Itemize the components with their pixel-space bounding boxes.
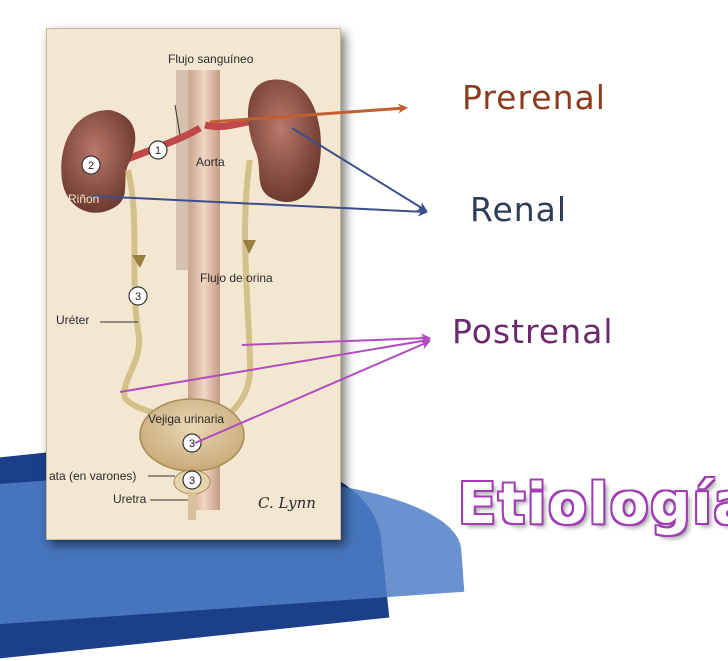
urethra-label: Uretra: [113, 492, 147, 506]
marker-2: 2: [81, 155, 101, 175]
marker-3c-text: 3: [189, 475, 195, 487]
blood-flow-label: Flujo sanguíneo: [168, 52, 254, 66]
diagram-svg: 1 2 3 3 3: [61, 70, 431, 520]
renal-arrow-right: [291, 127, 428, 212]
slide: 1 2 3 3 3 Flujo sanguí: [0, 28, 728, 661]
urethra: [188, 492, 196, 520]
artist-signature: C. Lynn: [258, 494, 316, 512]
prostate-label: ata (en varones): [49, 469, 137, 483]
prerenal-label: Prerenal: [462, 78, 606, 117]
postrenal-arrow-ureter: [119, 336, 431, 393]
slide-title: Etiología: [458, 472, 728, 537]
blood-flow-leader: [174, 104, 181, 136]
marker-3-ureter: 3: [128, 286, 148, 306]
right-flow-arrow: [243, 240, 256, 254]
left-ureter: [121, 169, 172, 421]
renal-label: Renal: [470, 190, 568, 229]
marker-3-prostate: 3: [182, 470, 202, 490]
right-kidney: [247, 79, 321, 202]
postrenal-label: Postrenal: [452, 312, 614, 351]
prerenal-arrow: [209, 103, 408, 124]
marker-3a-text: 3: [135, 291, 141, 303]
aorta-label: Aorta: [196, 155, 225, 169]
postrenal-arrow-bladder: [194, 340, 431, 444]
marker-3b-text: 3: [189, 438, 195, 450]
ureter-label: Uréter: [56, 313, 90, 327]
renal-arrow-left: [91, 195, 428, 217]
marker-2-text: 2: [88, 160, 94, 172]
postrenal-arrow-right: [241, 333, 431, 346]
bladder-label: Vejiga urinaria: [148, 412, 225, 426]
marker-1-text: 1: [155, 145, 161, 157]
vena-cava: [176, 70, 190, 270]
urine-flow-label: Flujo de orina: [200, 271, 273, 285]
marker-1: 1: [148, 140, 168, 160]
kidney-label: Riñon: [68, 192, 100, 206]
left-flow-arrow: [132, 255, 146, 268]
right-ureter: [223, 159, 254, 421]
marker-3-bladder: 3: [182, 433, 202, 453]
